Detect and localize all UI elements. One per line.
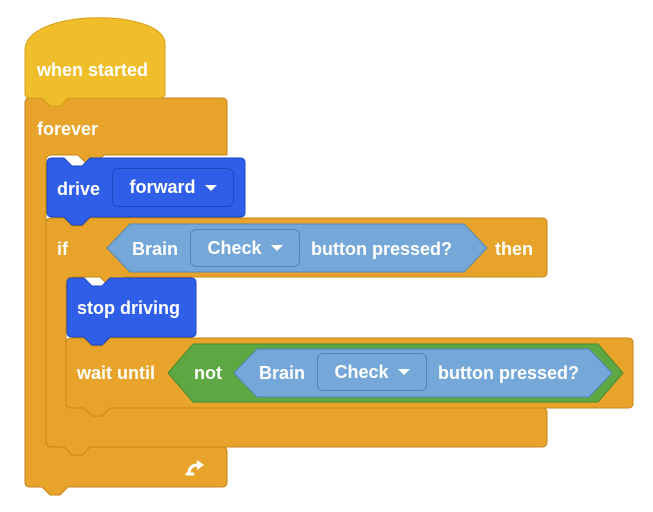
if-button-dropdown[interactable]: Check	[190, 229, 300, 267]
if-device-label: Brain	[132, 239, 179, 259]
drive-direction-dropdown[interactable]: forward	[112, 168, 234, 207]
chevron-down-icon	[270, 245, 283, 251]
wait-button-value: Check	[334, 361, 389, 382]
if-button-pressed-label: button pressed?	[311, 239, 453, 259]
wait-until-label: wait until	[77, 363, 155, 383]
wait-button-pressed-label: button pressed?	[438, 363, 580, 383]
not-label: not	[194, 363, 222, 383]
then-label: then	[495, 239, 533, 259]
chevron-down-icon	[204, 184, 217, 191]
when-started-label: when started	[37, 60, 149, 80]
chevron-down-icon	[397, 369, 410, 375]
drive-label: drive	[57, 179, 101, 199]
stop-driving-label: stop driving	[77, 298, 180, 318]
drive-direction-value: forward	[129, 177, 196, 197]
when-started-hat-block[interactable]	[24, 17, 166, 107]
loop-arrow-icon	[185, 460, 204, 476]
wait-button-dropdown[interactable]: Check	[317, 353, 427, 391]
if-button-value: Check	[207, 237, 262, 258]
forever-label: forever	[37, 119, 99, 139]
stop-driving-block[interactable]	[66, 277, 197, 346]
if-label: if	[57, 239, 68, 259]
wait-device-label: Brain	[259, 363, 306, 383]
